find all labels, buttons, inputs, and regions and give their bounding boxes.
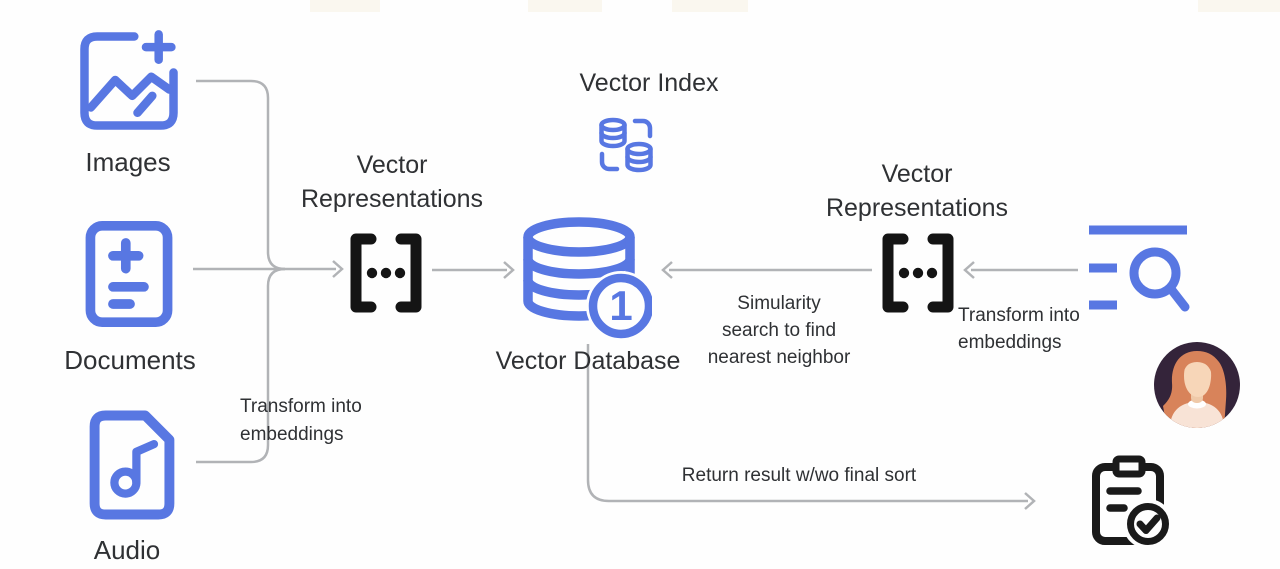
vr-right-line2: Representations: [825, 194, 1009, 222]
result-clipboard-check-icon: [1086, 455, 1172, 547]
query-search-icon: [1086, 222, 1190, 316]
database-icon: 1: [520, 216, 652, 342]
audio-file-icon: [88, 410, 176, 520]
similarity-annotation: Simularity search to find nearest neighb…: [679, 291, 879, 372]
images-label: Images: [85, 147, 171, 177]
transform-right-line1: Transform into: [958, 305, 1080, 326]
return-result-annotation: Return result w/wo final sort: [681, 465, 917, 486]
vector-index-label: Vector Index: [579, 69, 719, 97]
document-icon: [84, 220, 174, 328]
arrowhead-left: [661, 261, 673, 279]
top-highlight-strip: [1198, 0, 1280, 12]
image-add-icon: [76, 28, 182, 134]
transform-left-annotation: Transform into embeddings: [240, 393, 400, 449]
vector-brackets-icon: [876, 232, 960, 314]
arrowhead-right: [1024, 492, 1036, 510]
arrowhead-right: [503, 261, 515, 279]
similarity-line3: nearest neighbor: [707, 346, 851, 368]
arrowhead-right: [332, 260, 344, 278]
database-to-result-line: [586, 344, 1028, 503]
top-highlight-strip: [672, 0, 748, 12]
vector-representations-left-label: Vector Representations: [272, 148, 512, 216]
images-to-merge-line: [196, 79, 286, 271]
vr-left-line1: Vector: [356, 151, 428, 179]
similarity-line2: search to find: [721, 319, 837, 341]
audio-label: Audio: [93, 535, 161, 565]
user-avatar: [1154, 342, 1240, 428]
documents-label: Documents: [64, 345, 196, 375]
transform-left-line2: embeddings: [240, 424, 344, 445]
top-highlight-strip: [528, 0, 602, 12]
transform-left-line1: Transform into: [240, 396, 362, 417]
vr-right-line1: Vector: [881, 160, 953, 188]
similarity-line1: Simularity: [737, 293, 821, 314]
vector-representations-right-label: Vector Representations: [797, 157, 1037, 225]
vector-database-label: Vector Database: [495, 347, 681, 375]
top-highlight-strip: [310, 0, 380, 12]
transform-right-line2: embeddings: [958, 331, 1062, 353]
arrowhead-left: [963, 261, 975, 279]
vr-left-line2: Representations: [300, 185, 484, 213]
audio-to-merge-line: [196, 267, 286, 464]
database-badge: 1: [609, 282, 632, 329]
transform-right-annotation: Transform into embeddings: [958, 303, 1108, 357]
index-databases-icon: [595, 114, 657, 176]
vector-brackets-icon: [344, 232, 428, 314]
